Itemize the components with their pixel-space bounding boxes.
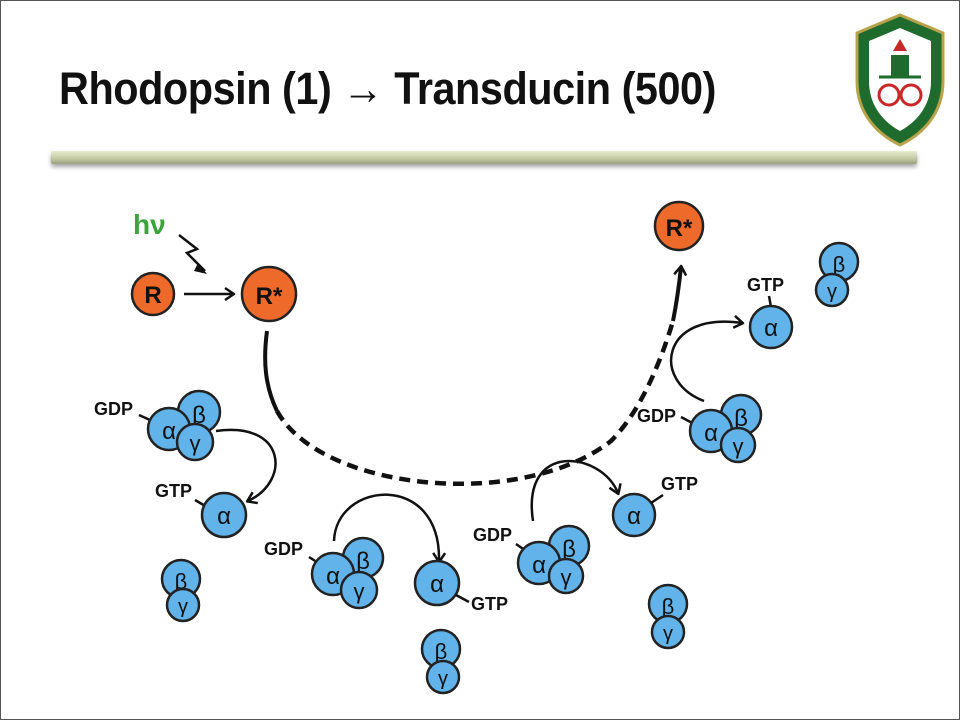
gtp-alpha-4: GTP α xyxy=(747,275,794,350)
svg-text:α: α xyxy=(326,563,340,590)
svg-text:GTP: GTP xyxy=(747,275,784,295)
active-rhodopsin-node-2 xyxy=(653,200,705,252)
gdp-heterotrimer-1: GDP β α γ xyxy=(94,389,222,462)
university-logo xyxy=(855,13,945,147)
svg-text:GTP: GTP xyxy=(155,481,192,501)
svg-text:β: β xyxy=(734,405,748,432)
receptor-path-dashed xyxy=(275,320,676,487)
rhodopsin-node xyxy=(130,271,176,317)
svg-text:α: α xyxy=(217,503,231,530)
gdp-heterotrimer-4: GDP β α γ xyxy=(637,393,763,464)
lightning-icon xyxy=(178,234,206,272)
svg-text:γ: γ xyxy=(438,668,448,690)
svg-text:GTP: GTP xyxy=(661,474,698,494)
active-rhodopsin-label-2: R* xyxy=(666,215,693,242)
svg-text:β: β xyxy=(435,639,448,664)
svg-text:GDP: GDP xyxy=(94,399,133,419)
svg-text:GTP: GTP xyxy=(471,594,508,614)
svg-text:α: α xyxy=(704,420,718,447)
exchange-arrow-1 xyxy=(215,428,277,501)
beta-gamma-dimer-2: β γ xyxy=(420,628,462,695)
svg-text:γ: γ xyxy=(354,579,365,604)
active-rhodopsin-node xyxy=(240,265,298,323)
svg-text:α: α xyxy=(430,571,444,598)
svg-text:GDP: GDP xyxy=(637,406,676,426)
svg-text:β: β xyxy=(562,536,576,563)
exchange-arrow-3 xyxy=(530,459,618,522)
beta-gamma-dimer-3: β γ xyxy=(647,583,689,650)
rhodopsin-label: R xyxy=(144,282,161,309)
exchange-arrow-2 xyxy=(332,493,439,561)
svg-text:β: β xyxy=(175,569,188,594)
svg-text:γ: γ xyxy=(663,623,673,645)
receptor-path-end-arrow xyxy=(671,267,681,322)
svg-text:γ: γ xyxy=(178,596,188,618)
gtp-alpha-2: α GTP xyxy=(413,559,508,614)
beta-gamma-dimer-1: β γ xyxy=(160,558,202,623)
svg-text:α: α xyxy=(764,315,778,342)
svg-text:α: α xyxy=(162,418,176,445)
receptor-path-solid xyxy=(263,330,279,412)
svg-text:γ: γ xyxy=(827,281,837,303)
active-rhodopsin-label: R* xyxy=(256,283,283,310)
beta-gamma-dimer-4: β γ xyxy=(814,241,860,308)
svg-text:α: α xyxy=(532,552,546,579)
slide-title: Rhodopsin (1) → Transducin (500) xyxy=(59,63,716,114)
svg-text:γ: γ xyxy=(190,431,201,456)
svg-text:β: β xyxy=(192,402,206,429)
gdp-heterotrimer-3: GDP β α γ xyxy=(473,524,591,595)
svg-text:γ: γ xyxy=(733,434,744,459)
svg-text:β: β xyxy=(833,252,846,277)
gdp-heterotrimer-2: GDP β α γ xyxy=(264,536,385,610)
gtp-alpha-1: GTP α xyxy=(155,481,248,539)
gtp-alpha-3: α GTP xyxy=(611,474,698,538)
exchange-arrow-4 xyxy=(669,322,742,403)
svg-text:α: α xyxy=(627,503,641,530)
svg-text:β: β xyxy=(356,548,370,575)
svg-text:GDP: GDP xyxy=(264,539,303,559)
light-label: hν xyxy=(133,209,166,240)
svg-text:GDP: GDP xyxy=(473,525,512,545)
title-divider xyxy=(51,151,917,164)
svg-text:β: β xyxy=(662,594,675,619)
svg-text:γ: γ xyxy=(561,565,572,590)
